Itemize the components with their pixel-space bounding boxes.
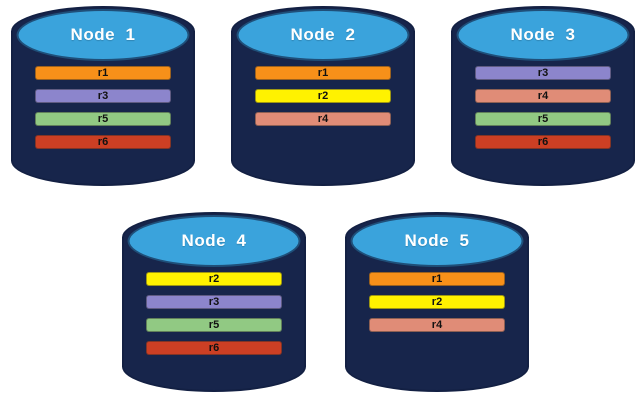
replica-bar[interactable]: r1: [255, 66, 391, 80]
replica-label: r2: [208, 272, 220, 285]
replica-label: r5: [537, 112, 549, 125]
replica-bar[interactable]: r6: [35, 135, 171, 149]
node-label: Node 4: [181, 231, 247, 250]
cylinder-top-icon: Node 2: [236, 9, 410, 61]
replica-list: r2 r3 r5 r6: [122, 272, 306, 355]
replica-list: r1 r2 r4: [345, 272, 529, 332]
node-label: Node 2: [290, 25, 356, 44]
replica-label: r1: [431, 272, 443, 285]
replica-label: r4: [431, 318, 443, 331]
replica-list: r1 r2 r4: [231, 66, 415, 126]
node-label: Node 3: [510, 25, 576, 44]
replica-label: r5: [97, 112, 109, 125]
replica-label: r1: [317, 66, 329, 79]
replica-bar[interactable]: r5: [35, 112, 171, 126]
node-label: Node 1: [70, 25, 136, 44]
replica-list: r1 r3 r5 r6: [11, 66, 195, 149]
replica-label: r3: [537, 66, 549, 79]
database-node-5[interactable]: Node 5 r1 r2 r4: [345, 212, 529, 392]
database-node-3[interactable]: Node 3 r3 r4 r5 r6: [451, 6, 635, 186]
replica-label: r4: [537, 89, 549, 102]
database-node-2[interactable]: Node 2 r1 r2 r4: [231, 6, 415, 186]
replica-bar[interactable]: r4: [255, 112, 391, 126]
replica-bar[interactable]: r3: [146, 295, 282, 309]
replica-label: r6: [537, 135, 549, 148]
replica-label: r3: [97, 89, 109, 102]
replica-label: r2: [431, 295, 443, 308]
replica-bar[interactable]: r2: [146, 272, 282, 286]
replica-bar[interactable]: r2: [369, 295, 505, 309]
cylinder-top-icon: Node 5: [350, 215, 524, 267]
replica-bar[interactable]: r6: [475, 135, 611, 149]
replica-bar[interactable]: r6: [146, 341, 282, 355]
replica-label: r1: [97, 66, 109, 79]
node-label: Node 5: [404, 231, 470, 250]
replica-label: r2: [317, 89, 329, 102]
replica-bar[interactable]: r1: [369, 272, 505, 286]
replica-bar[interactable]: r5: [475, 112, 611, 126]
replica-list: r3 r4 r5 r6: [451, 66, 635, 149]
replica-bar[interactable]: r1: [35, 66, 171, 80]
replica-bar[interactable]: r5: [146, 318, 282, 332]
replica-bar[interactable]: r3: [475, 66, 611, 80]
database-node-4[interactable]: Node 4 r2 r3 r5 r6: [122, 212, 306, 392]
replica-label: r6: [208, 341, 220, 354]
replica-label: r6: [97, 135, 109, 148]
cylinder-top-icon: Node 3: [456, 9, 630, 61]
replica-bar[interactable]: r2: [255, 89, 391, 103]
replica-label: r3: [208, 295, 220, 308]
replica-label: r4: [317, 112, 329, 125]
cylinder-top-icon: Node 1: [16, 9, 190, 61]
replica-bar[interactable]: r3: [35, 89, 171, 103]
replica-bar[interactable]: r4: [475, 89, 611, 103]
cylinder-top-icon: Node 4: [127, 215, 301, 267]
database-node-1[interactable]: Node 1 r1 r3 r5 r6: [11, 6, 195, 186]
replica-bar[interactable]: r4: [369, 318, 505, 332]
replica-label: r5: [208, 318, 220, 331]
